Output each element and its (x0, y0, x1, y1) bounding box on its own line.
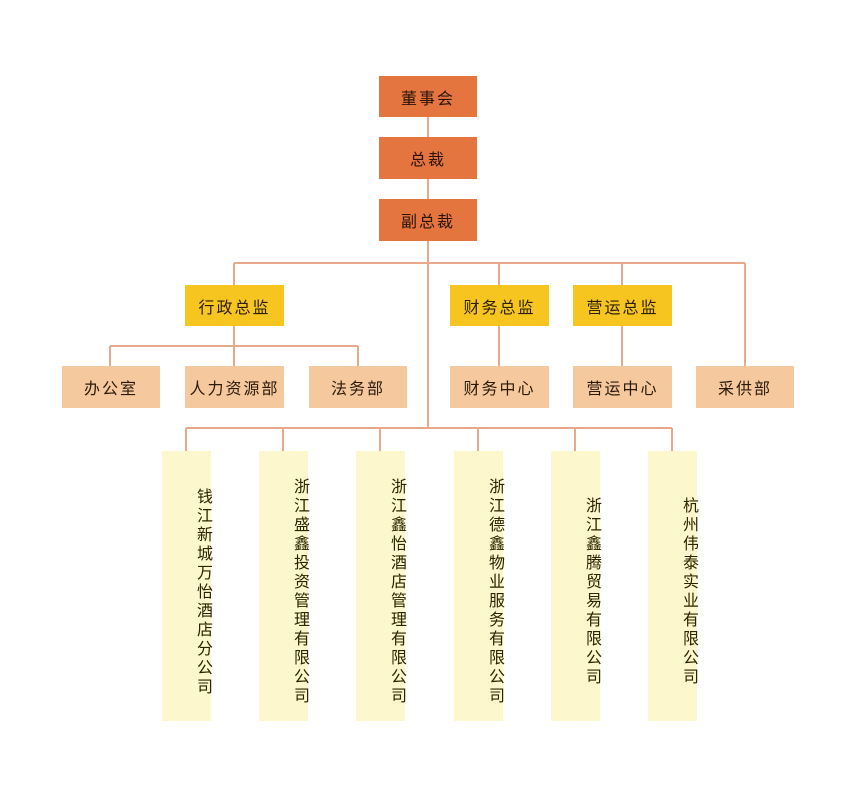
node-president: 总裁 (379, 137, 477, 179)
node-subsidiary-5: 浙江鑫腾贸易有限公司 (551, 451, 602, 721)
node-subsidiary-1: 钱江新城万怡酒店分公司 (162, 451, 213, 721)
node-subsidiary-4: 浙江德鑫物业服务有限公司 (454, 451, 505, 721)
node-operations-center: 营运中心 (573, 366, 672, 408)
node-board: 董事会 (379, 76, 477, 117)
node-vice-president: 副总裁 (379, 199, 477, 241)
node-legal: 法务部 (309, 366, 407, 408)
node-subsidiary-3: 浙江鑫怡酒店管理有限公司 (356, 451, 407, 721)
node-finance-center: 财务中心 (450, 366, 549, 408)
node-operations-director: 营运总监 (573, 285, 672, 326)
node-subsidiary-2: 浙江盛鑫投资管理有限公司 (259, 451, 310, 721)
node-office: 办公室 (62, 366, 160, 408)
node-hr: 人力资源部 (185, 366, 284, 408)
node-admin-director: 行政总监 (185, 285, 284, 326)
node-procurement: 采供部 (696, 366, 794, 408)
node-subsidiary-6: 杭州伟泰实业有限公司 (648, 451, 699, 721)
node-finance-director: 财务总监 (450, 285, 549, 326)
